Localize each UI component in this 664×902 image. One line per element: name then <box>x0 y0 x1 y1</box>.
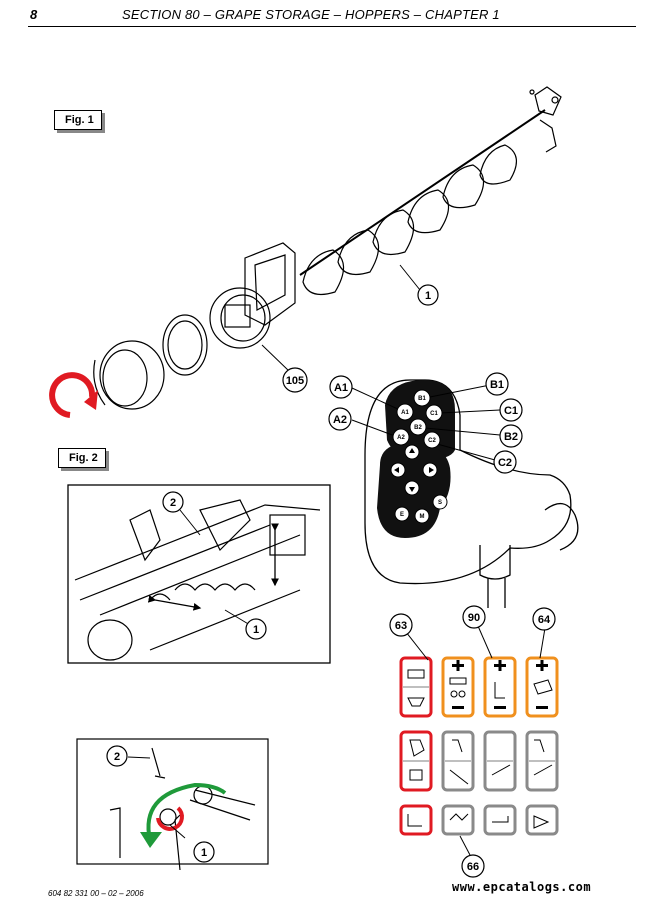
arrow-down-icon <box>409 487 415 492</box>
callout-64: 64 <box>538 614 551 626</box>
arrow-up-icon <box>409 448 415 453</box>
joystick-button-b1 <box>413 389 431 407</box>
red-rotation-icon <box>156 806 184 831</box>
callout-90: 90 <box>468 612 480 624</box>
header-rule <box>28 26 636 27</box>
callout-a2: A2 <box>333 414 347 426</box>
jb-label-b1: B1 <box>418 396 426 402</box>
arrow-right-icon <box>429 467 434 473</box>
joystick-button-c2 <box>423 431 441 449</box>
callout-a1: A1 <box>334 382 348 394</box>
joystick-button-a1 <box>396 403 414 421</box>
inset-frame <box>76 738 269 865</box>
jb-label-b2: B2 <box>414 425 422 431</box>
fig1-auger-drawing <box>93 86 562 410</box>
callout-1-inset: 1 <box>201 847 207 859</box>
callout-1: 1 <box>425 290 431 302</box>
jb-label-a1: A1 <box>401 410 409 416</box>
rotation-arrow-icon <box>49 372 96 418</box>
joystick-button-b2 <box>409 418 427 436</box>
fig2-frame <box>67 484 331 664</box>
callout-1-fig2: 1 <box>253 624 259 636</box>
fig2-auger-drawing <box>74 499 321 661</box>
jb-label-c1: C1 <box>430 411 438 417</box>
callout-105: 105 <box>286 375 304 387</box>
callout-66: 66 <box>467 861 479 873</box>
callout-2-inset: 2 <box>114 751 120 763</box>
callout-2-fig2: 2 <box>170 497 176 509</box>
joystick-button-a2 <box>392 428 410 446</box>
callout-63: 63 <box>395 620 407 632</box>
callout-c1: C1 <box>504 405 518 417</box>
document-code: 604 82 331 00 – 02 – 2006 <box>48 889 144 898</box>
jb-label-m: M <box>420 514 425 520</box>
jb-label-s: S <box>438 500 442 506</box>
callout-b1: B1 <box>490 379 504 391</box>
jb-label-e: E <box>400 512 404 518</box>
inset-drawing <box>109 747 256 871</box>
callout-b2: B2 <box>504 431 518 443</box>
section-title: SECTION 80 – GRAPE STORAGE – HOPPERS – C… <box>122 7 500 22</box>
control-panel <box>399 656 559 836</box>
fig1-label: Fig. 1 <box>54 110 102 130</box>
arrow-left-icon <box>394 467 399 473</box>
fig2-label: Fig. 2 <box>58 448 106 468</box>
page-number: 8 <box>30 7 38 22</box>
jb-label-a2: A2 <box>397 435 405 441</box>
callout-c2: C2 <box>498 457 512 469</box>
joystick-button-c1 <box>425 404 443 422</box>
green-arrow-icon <box>146 782 227 841</box>
site-watermark: www.epcatalogs.com <box>452 880 592 894</box>
jb-label-c2: C2 <box>428 438 436 444</box>
